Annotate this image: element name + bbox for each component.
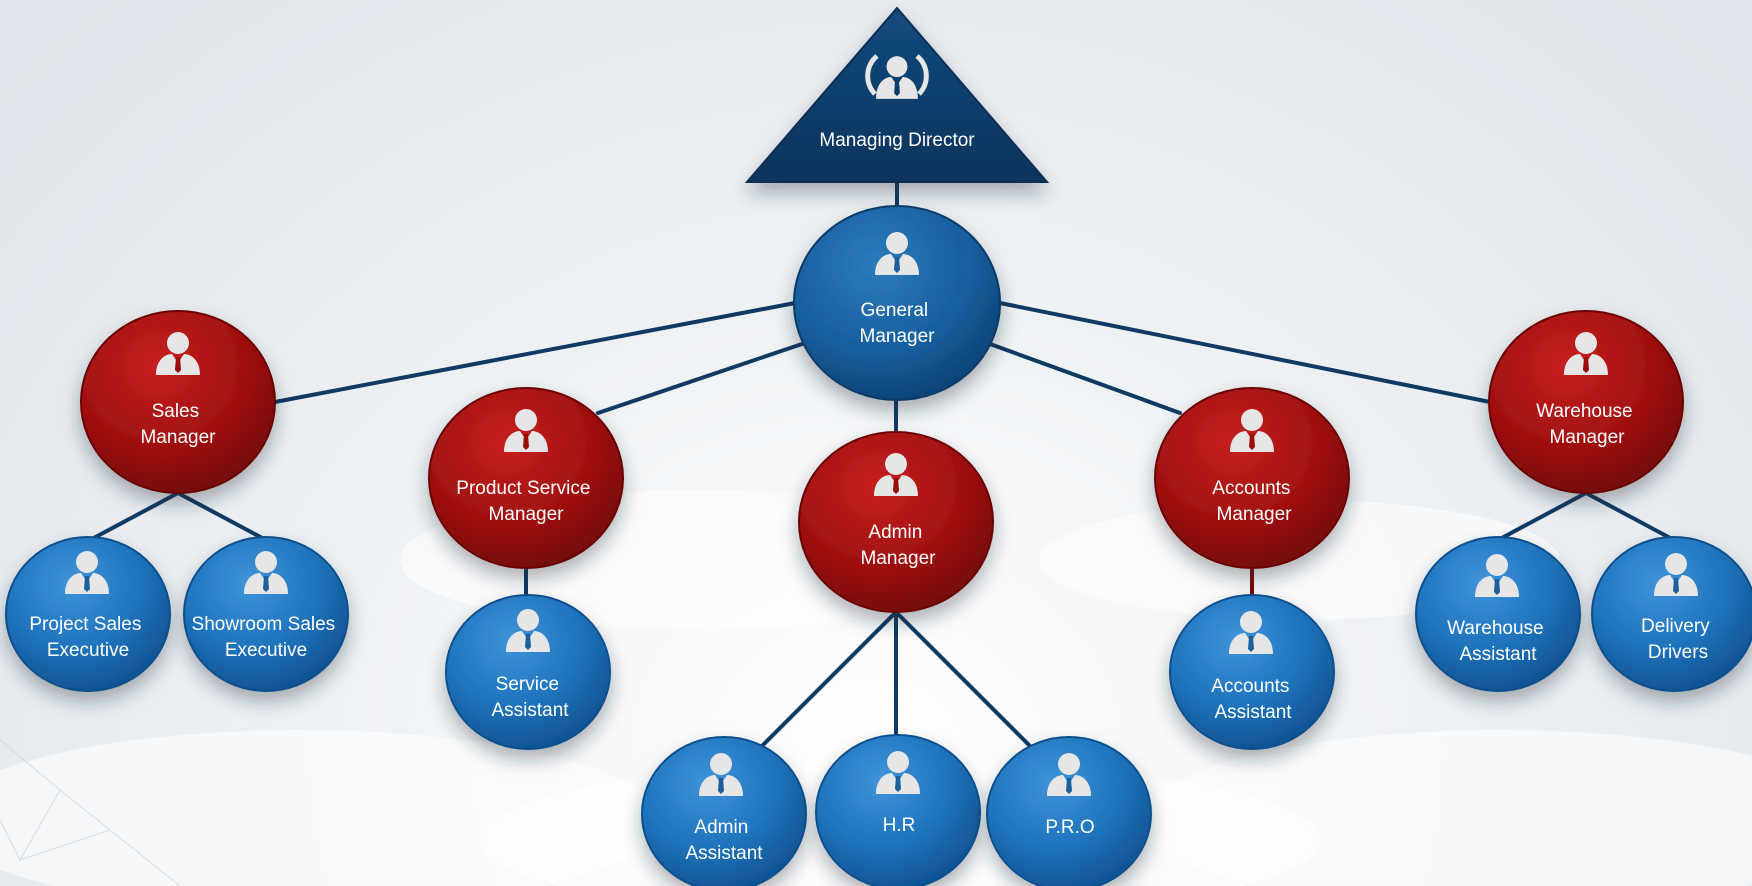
connector-sales-showroom [176,491,268,542]
connector-gm-product [596,342,804,415]
network-decoration [0,739,181,886]
showroom-sales-executive-label: Showroom Sales Executive [192,614,341,661]
accounts-manager-label: Accounts Manager [1212,478,1295,525]
connector-warehouse-drivers [1584,491,1676,542]
person-icon [65,551,109,594]
node-admin-manager: Admin Manager [798,431,994,613]
person-icon [1564,332,1608,375]
person-icon [156,332,200,375]
node-showroom-sales-executive: Showroom Sales Executive [183,536,349,692]
project-sales-executive-label: Project Sales Executive [29,614,146,661]
person-icon [1230,409,1274,452]
person-icon [1654,553,1698,596]
team-leader-icon [865,54,929,99]
person-icon [504,409,548,452]
person-icon [874,453,918,496]
hr-label: H.R [883,815,916,836]
service-assistant-label: Service Assistant [491,674,569,721]
node-general-manager: General Manager [793,205,1001,401]
connectors [88,178,1676,748]
connector-gm-accounts [988,342,1182,415]
product-service-manager-label: Product Service Manager [456,478,595,525]
person-icon [1229,611,1273,654]
node-warehouse-assistant: Warehouse Assistant [1415,536,1581,692]
person-icon [1047,753,1091,796]
node-service-assistant: Service Assistant [445,594,611,750]
connector-gm-sales [273,301,797,404]
warehouse-manager-label: Warehouse Manager [1536,401,1638,448]
warehouse-assistant-label: Warehouse Assistant [1447,618,1549,665]
node-accounts-manager: Accounts Manager [1154,387,1350,569]
node-delivery-drivers: Delivery Drivers [1591,536,1752,692]
connector-admin-assistant [760,610,898,748]
person-icon [876,751,920,794]
node-pro: P.R.O [986,736,1152,886]
person-icon [1475,554,1519,597]
admin-assistant-label: Admin Assistant [685,817,763,864]
sales-manager-label: Sales Manager [141,401,217,448]
node-product-service-manager: Product Service Manager [428,387,624,569]
node-warehouse-manager: Warehouse Manager [1488,310,1684,494]
person-icon [699,753,743,796]
connector-warehouse-assistant [1496,491,1588,542]
node-hr: H.R [815,734,981,886]
connector-gm-warehouse [998,301,1492,404]
node-accounts-assistant: Accounts Assistant [1169,594,1335,750]
person-icon [506,609,550,652]
connector-admin-pro [894,610,1032,748]
node-managing-director: Managing Director [744,6,1050,183]
connector-sales-project [88,491,180,542]
node-project-sales-executive: Project Sales Executive [5,536,171,692]
pro-label: P.R.O [1045,817,1094,838]
person-icon [244,551,288,594]
admin-manager-label: Admin Manager [861,522,937,569]
node-admin-assistant: Admin Assistant [641,736,807,886]
node-sales-manager: Sales Manager [80,310,276,494]
person-icon [875,232,919,275]
managing-director-label: Managing Director [819,130,975,151]
general-manager-label: General Manager [860,300,936,347]
accounts-assistant-label: Accounts Assistant [1211,676,1294,723]
delivery-drivers-label: Delivery Drivers [1641,616,1715,663]
